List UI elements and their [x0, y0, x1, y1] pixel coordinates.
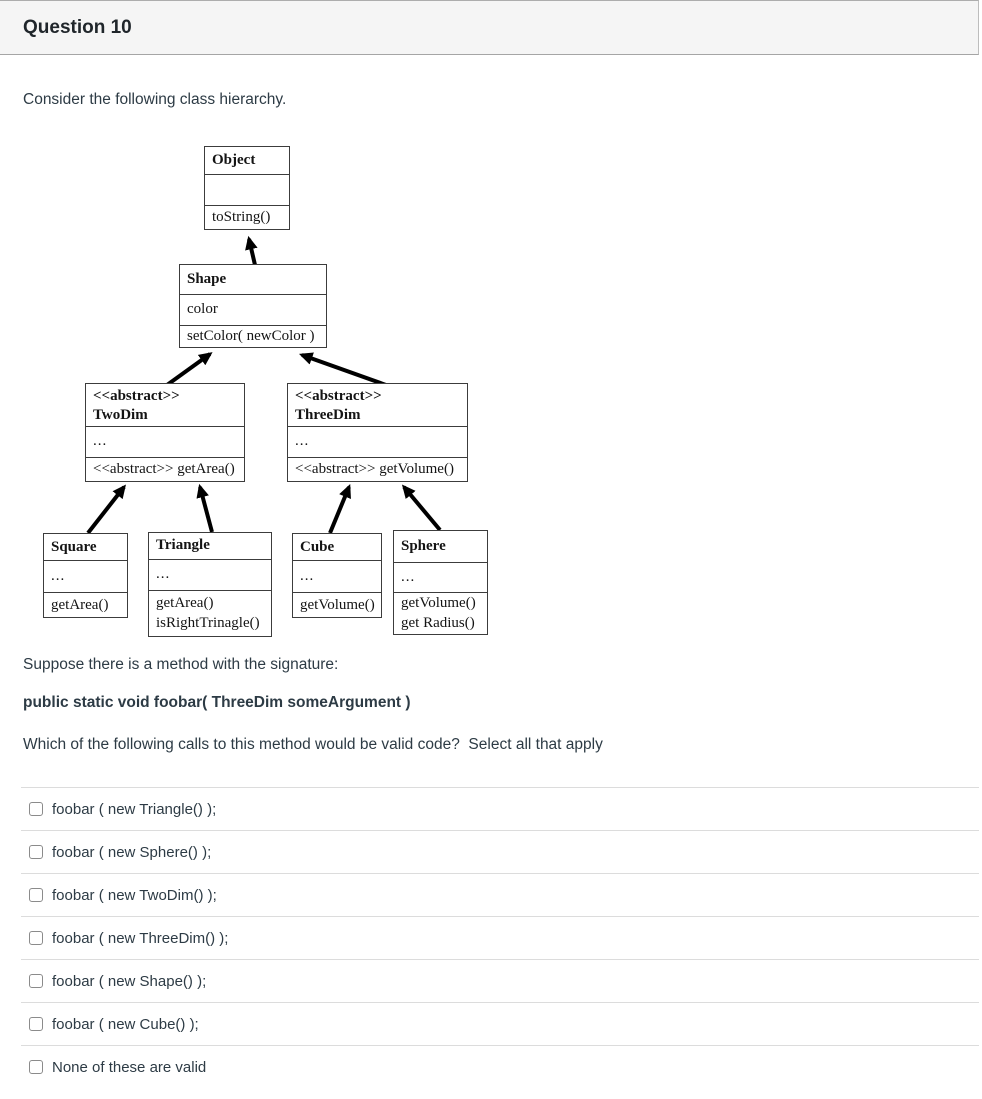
uml-class-object: Object toString() [204, 146, 290, 230]
question-text: Which of the following calls to this met… [23, 736, 603, 753]
class-method: getVolume() [401, 595, 476, 612]
class-attributes: ... [288, 426, 467, 456]
question-title: Question 10 [23, 16, 132, 38]
class-method: get Radius() [401, 615, 475, 632]
arrow-triangle-to-twodim [196, 483, 214, 533]
class-name: ThreeDim [295, 407, 361, 423]
arrow-sphere-to-threedim [401, 484, 442, 532]
class-name: Object [212, 152, 256, 169]
class-attributes: color [180, 294, 326, 324]
answer-label[interactable]: None of these are valid [52, 1058, 207, 1076]
uml-class-threedim: <<abstract>> ThreeDim ... <<abstract>> g… [287, 383, 468, 482]
answer-option: foobar ( new TwoDim() ); [21, 873, 979, 916]
class-name: Square [51, 538, 97, 555]
class-name: Cube [300, 538, 335, 555]
class-diagram: Object toString() Shape color setColor( … [40, 143, 500, 643]
arrow-square-to-twodim [86, 484, 126, 535]
answer-label[interactable]: foobar ( new Triangle() ); [52, 800, 217, 818]
answer-checkbox[interactable] [29, 888, 43, 902]
uml-class-cube: Cube ... getVolume() [292, 533, 382, 618]
arrow-cube-to-threedim [328, 484, 351, 534]
method-signature: public static void foobar( ThreeDim some… [23, 694, 411, 711]
class-name: Triangle [156, 537, 210, 554]
class-method: isRightTrinagle() [156, 615, 260, 632]
answer-option: foobar ( new ThreeDim() ); [21, 916, 979, 959]
answer-label[interactable]: foobar ( new Cube() ); [52, 1015, 199, 1033]
class-stereotype: <<abstract>> [295, 388, 382, 404]
class-attributes: ... [44, 560, 127, 591]
class-name: TwoDim [93, 407, 148, 423]
answer-checkbox[interactable] [29, 1017, 43, 1031]
answer-checkbox[interactable] [29, 931, 43, 945]
intro-text: Consider the following class hierarchy. [23, 91, 287, 108]
uml-class-sphere: Sphere ... getVolume() get Radius() [393, 530, 488, 635]
class-attributes [205, 174, 289, 204]
class-method: <<abstract>> getVolume() [295, 461, 454, 478]
answer-option: None of these are valid [21, 1045, 979, 1088]
answer-list: foobar ( new Triangle() ); foobar ( new … [21, 787, 979, 1088]
class-attributes: ... [149, 558, 271, 590]
class-name: Shape [187, 271, 227, 288]
answer-option: foobar ( new Cube() ); [21, 1002, 979, 1045]
answer-checkbox[interactable] [29, 802, 43, 816]
class-attributes: ... [86, 426, 244, 456]
answer-checkbox[interactable] [29, 1060, 43, 1074]
class-method: <<abstract>> getArea() [93, 461, 235, 478]
answer-label[interactable]: foobar ( new TwoDim() ); [52, 886, 217, 904]
question-header: Question 10 [0, 0, 979, 55]
class-attributes: ... [394, 562, 487, 591]
uml-class-twodim: <<abstract>> TwoDim ... <<abstract>> get… [85, 383, 245, 482]
method-intro-text: Suppose there is a method with the signa… [23, 656, 339, 673]
answer-label[interactable]: foobar ( new ThreeDim() ); [52, 929, 229, 947]
answer-option: foobar ( new Shape() ); [21, 959, 979, 1002]
class-method: getArea() [156, 595, 214, 612]
class-stereotype: <<abstract>> [93, 388, 180, 404]
class-method: setColor( newColor ) [187, 328, 315, 345]
arrow-shape-to-object [245, 235, 258, 266]
answer-label[interactable]: foobar ( new Shape() ); [52, 972, 207, 990]
uml-class-shape: Shape color setColor( newColor ) [179, 264, 327, 348]
answer-checkbox[interactable] [29, 845, 43, 859]
class-method: getArea() [51, 596, 109, 613]
arrow-twodim-to-shape [165, 352, 213, 387]
question-body: Consider the following class hierarchy. … [0, 91, 982, 1088]
answer-option: foobar ( new Triangle() ); [21, 787, 979, 830]
answer-option: foobar ( new Sphere() ); [21, 830, 979, 873]
answer-checkbox[interactable] [29, 974, 43, 988]
class-name: Sphere [401, 538, 446, 555]
class-method: toString() [212, 209, 271, 226]
answer-label[interactable]: foobar ( new Sphere() ); [52, 843, 212, 861]
arrow-threedim-to-shape [298, 352, 387, 387]
class-attributes: ... [293, 560, 381, 591]
class-method: getVolume() [300, 596, 375, 613]
uml-class-square: Square ... getArea() [43, 533, 128, 618]
uml-class-triangle: Triangle ... getArea() isRightTrinagle() [148, 532, 272, 637]
